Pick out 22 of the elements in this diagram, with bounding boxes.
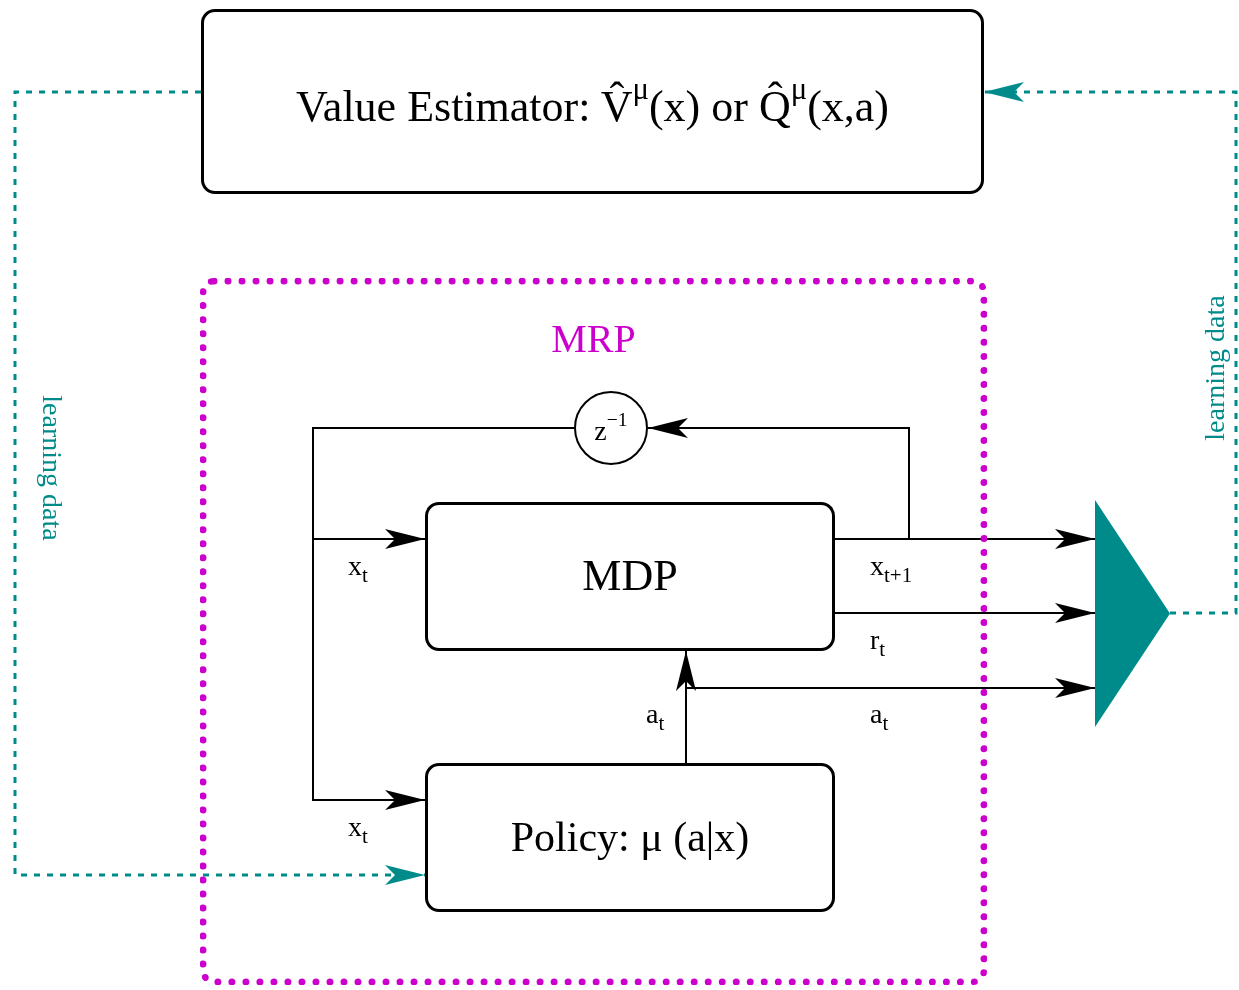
edge-label: r$_{t}$ bbox=[870, 626, 886, 661]
process-box bbox=[425, 763, 835, 912]
dashed-arrow bbox=[984, 82, 1238, 615]
edge-label: x$_{t}$ bbox=[348, 813, 368, 848]
node-label: z$^{−1}$ bbox=[594, 409, 628, 447]
edge-label: a$_{t}$ bbox=[870, 700, 889, 735]
estimator-box bbox=[201, 9, 984, 194]
dashed-arrow bbox=[13, 90, 425, 885]
dotted-group-box bbox=[200, 278, 987, 985]
arrow bbox=[834, 529, 1096, 549]
node-label: Value Estimator: V̂$^{μ}$(x) or Q̂$^{μ}$(x,a) bbox=[295, 72, 890, 131]
arrow bbox=[647, 418, 910, 540]
edge-label: x$_{t+1}$ bbox=[870, 552, 913, 587]
edge-label: learning data bbox=[1201, 295, 1229, 441]
process-box bbox=[425, 502, 835, 651]
node-label: MDP bbox=[582, 552, 678, 601]
node-label: Policy: μ (a|x) bbox=[510, 814, 750, 861]
arrow bbox=[834, 603, 1096, 623]
node-label: MRP bbox=[551, 317, 636, 361]
edge-label: learning data bbox=[38, 395, 66, 541]
edge-label: x$_{t}$ bbox=[348, 552, 368, 587]
edge-label: a$_{t}$ bbox=[646, 700, 665, 735]
